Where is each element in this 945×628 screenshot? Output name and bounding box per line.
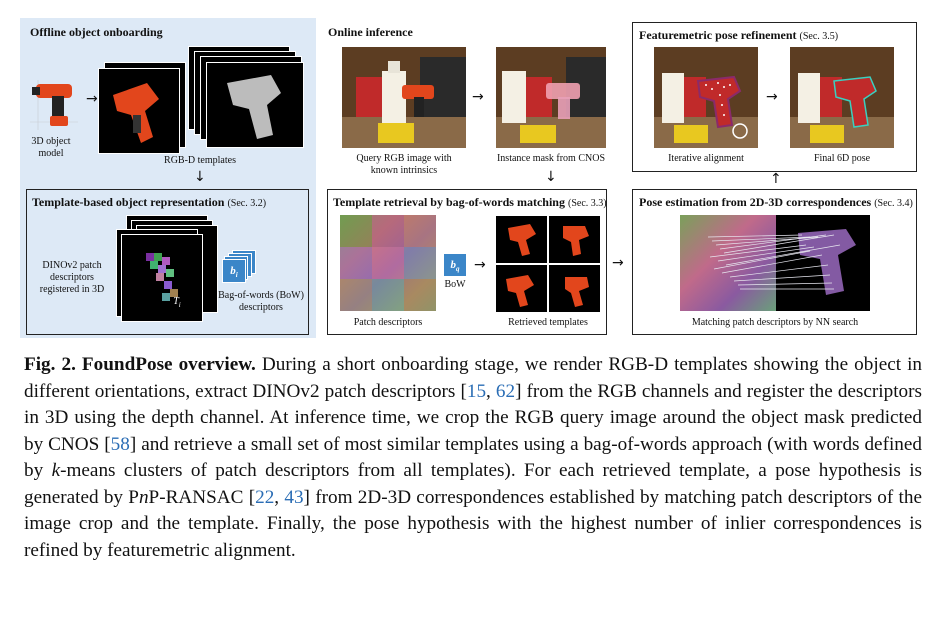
patch-descriptors-image xyxy=(340,215,436,311)
arrow-query-to-mask: → xyxy=(472,89,484,105)
arrow-retrieval-to-pose: → xyxy=(612,255,624,271)
template-retrieval-panel xyxy=(327,189,607,335)
nn-matching-image xyxy=(680,215,870,311)
citation-15[interactable]: 15 xyxy=(466,380,487,402)
instance-mask-image xyxy=(496,47,606,148)
final-pose-image xyxy=(790,47,894,148)
iterative-alignment-image xyxy=(654,47,758,148)
query-image-label: Query RGB image with known intrinsics xyxy=(356,153,452,176)
arrow-templates-down: ↓ xyxy=(194,169,206,185)
citation-62[interactable]: 62 xyxy=(495,380,516,402)
online-title: Online inference xyxy=(328,25,413,39)
arrow-iter-to-final: → xyxy=(766,89,778,105)
pose-estimation-panel xyxy=(632,189,917,335)
rgbd-templates-label: RGB-D templates xyxy=(164,155,236,166)
caption-fig-number: Fig. 2. xyxy=(24,354,76,375)
featuremetric-refinement-panel xyxy=(632,22,917,172)
iterative-alignment-label: Iterative alignment xyxy=(668,153,744,164)
arrow-pose-up: ↑ xyxy=(770,171,782,187)
patch-descriptors-label: Patch descriptors xyxy=(353,317,423,328)
rgbd-template-stack xyxy=(98,46,304,154)
citation-22[interactable]: 22 xyxy=(255,486,275,508)
retrieval-title: Template retrieval by bag-of-words match… xyxy=(333,195,607,209)
refinement-title: Featuremetric pose refinement (Sec. 3.5) xyxy=(639,28,839,42)
caption-text-1: During a short onboarding stage, we rend… xyxy=(24,354,923,402)
query-bow-label: BoW xyxy=(444,279,466,290)
final-pose-label: Final 6D pose xyxy=(813,153,871,164)
citation-43[interactable]: 43 xyxy=(284,486,304,508)
bow-descriptors-label: Bag-of-words (BoW) descriptors xyxy=(218,290,304,313)
citation-58[interactable]: 58 xyxy=(110,433,130,455)
arrow-bow-to-retrieved: → xyxy=(474,257,486,273)
retrieved-templates-label: Retrieved templates xyxy=(508,317,588,328)
bow-descriptor-icon: bi xyxy=(222,250,262,286)
caption-bold-title: FoundPose overview. xyxy=(81,354,256,375)
template-ti-label: Ti xyxy=(173,296,181,309)
descriptor-template-stack xyxy=(116,215,218,322)
arrow-mask-down: ↓ xyxy=(545,169,557,185)
figure-caption: Fig. 2. FoundPose overview. During a sho… xyxy=(24,354,923,561)
caption-text-6: ] from 2D-3D correspondences established… xyxy=(24,486,922,561)
model-label: 3D object model xyxy=(31,136,71,159)
drill-model-image xyxy=(30,72,78,132)
query-bow-icon: bq xyxy=(444,254,466,276)
offline-title: Offline object onboarding xyxy=(30,25,163,39)
caption-text-2: ] from the RGB channels and register the… xyxy=(24,380,923,455)
query-rgb-image xyxy=(342,47,466,148)
arrow-model-to-templates: → xyxy=(86,91,98,107)
retrieved-templates-grid xyxy=(496,216,600,312)
dinov2-label: DINOv2 patch descriptors registered in 3… xyxy=(39,260,105,295)
pose-est-title: Pose estimation from 2D-3D correspondenc… xyxy=(639,195,913,209)
template-rep-title: Template-based object representation (Se… xyxy=(32,195,267,209)
caption-text-5: P-RANSAC [ xyxy=(148,486,256,508)
nn-matching-label: Matching patch descriptors by NN search xyxy=(691,317,859,328)
instance-mask-label: Instance mask from CNOS xyxy=(496,153,606,164)
caption-text-3: ] and retrieve a small set of most simil… xyxy=(24,433,922,482)
caption-text-4: -means clusters of patch descriptors fro… xyxy=(24,460,922,508)
